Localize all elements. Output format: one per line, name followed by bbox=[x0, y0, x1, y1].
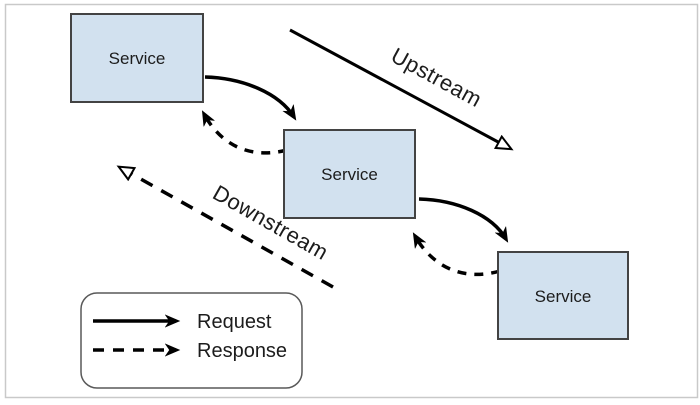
service-node-label: Service bbox=[109, 49, 166, 68]
service-node-2: Service bbox=[283, 129, 416, 219]
legend-box bbox=[80, 292, 303, 389]
service-node-1: Service bbox=[70, 13, 204, 103]
legend-item-response: Response bbox=[93, 340, 287, 362]
service-node-3: Service bbox=[497, 251, 629, 340]
upstream-line bbox=[289, 28, 500, 143]
response-curve-2-1 bbox=[204, 114, 288, 155]
legend-response-label: Response bbox=[197, 340, 287, 362]
service-node-label: Service bbox=[321, 165, 378, 184]
downstream-line bbox=[130, 173, 334, 289]
legend: Request Response bbox=[80, 292, 303, 389]
service-node-box bbox=[497, 251, 629, 340]
service-node-label: Service bbox=[535, 287, 592, 306]
request-curve-2-3 bbox=[418, 197, 506, 239]
request-curve-1-2 bbox=[204, 75, 294, 117]
service-node-box bbox=[283, 129, 416, 219]
legend-item-request: Request bbox=[93, 311, 272, 333]
response-curve-3-2 bbox=[415, 236, 501, 277]
service-node-box bbox=[70, 13, 204, 103]
legend-request-label: Request bbox=[197, 311, 272, 333]
